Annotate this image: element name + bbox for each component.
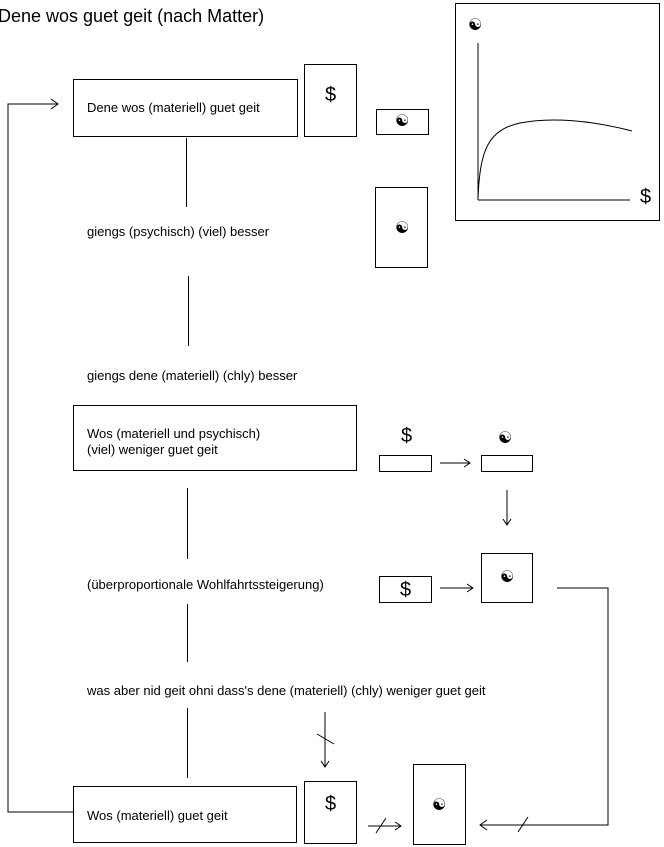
inset-x-axis-label: $ <box>640 186 652 208</box>
left-feedback-line <box>7 103 73 813</box>
yin-yang-icon: ☯ <box>395 220 410 237</box>
yin-yang-box-square: ☯ <box>481 553 533 603</box>
step-label-1: giengs (psychisch) (viel) besser <box>87 224 270 239</box>
top-box-text: Dene wos (materiell) guet geit <box>87 100 260 115</box>
yin-yang-box-tall: ☯ <box>375 187 428 268</box>
left-feedback-arrowhead <box>50 98 59 110</box>
dollar-box-top: $ <box>304 64 357 137</box>
vertical-connector-1 <box>186 138 187 207</box>
dollar-symbol: $ <box>401 425 413 447</box>
step-label-3: (überproportionale Wohlfahrtssteigerung) <box>87 577 324 592</box>
inset-curve <box>477 119 633 199</box>
yin-yang-box-small-mid <box>481 455 533 472</box>
dollar-symbol: $ <box>325 793 337 815</box>
top-box: Dene wos (materiell) guet geit <box>73 79 298 137</box>
right-loop-line <box>480 587 609 826</box>
yin-yang-icon: ☯ <box>498 430 513 447</box>
diagram-title: Dene wos guet geit (nach Matter) <box>0 6 265 26</box>
middle-box-line-1: Wos (materiell und psychisch) <box>87 426 261 441</box>
step-label-2: giengs dene (materiell) (chly) besser <box>87 368 298 383</box>
dollar-symbol: $ <box>325 84 337 106</box>
yin-yang-box-bottom: ☯ <box>413 764 466 845</box>
yin-yang-box-small-top: ☯ <box>376 109 429 135</box>
inset-y-axis-label: ☯ <box>468 17 483 34</box>
middle-box: Wos (materiell und psychisch) (viel) wen… <box>73 405 357 471</box>
vertical-connector-5 <box>187 708 188 778</box>
middle-box-line-2: (viel) weniger guet geit <box>87 442 218 457</box>
step-label-4: was aber nid geit ohni dass's dene (mate… <box>87 683 486 698</box>
dollar-symbol: $ <box>400 579 412 601</box>
inset-chart-frame <box>455 3 660 221</box>
yin-yang-icon: ☯ <box>500 569 515 586</box>
vertical-connector-4 <box>187 604 188 662</box>
yin-yang-icon: ☯ <box>395 113 410 130</box>
vertical-connector-3 <box>187 488 188 559</box>
dollar-box-small <box>379 455 432 472</box>
dollar-box-bottom: $ <box>304 781 357 844</box>
yin-yang-icon: ☯ <box>432 797 447 814</box>
bottom-box: Wos (materiell) guet geit <box>73 786 297 843</box>
dollar-box-mid: $ <box>379 576 432 603</box>
vertical-connector-2 <box>188 276 189 346</box>
bottom-box-text: Wos (materiell) guet geit <box>87 808 228 823</box>
